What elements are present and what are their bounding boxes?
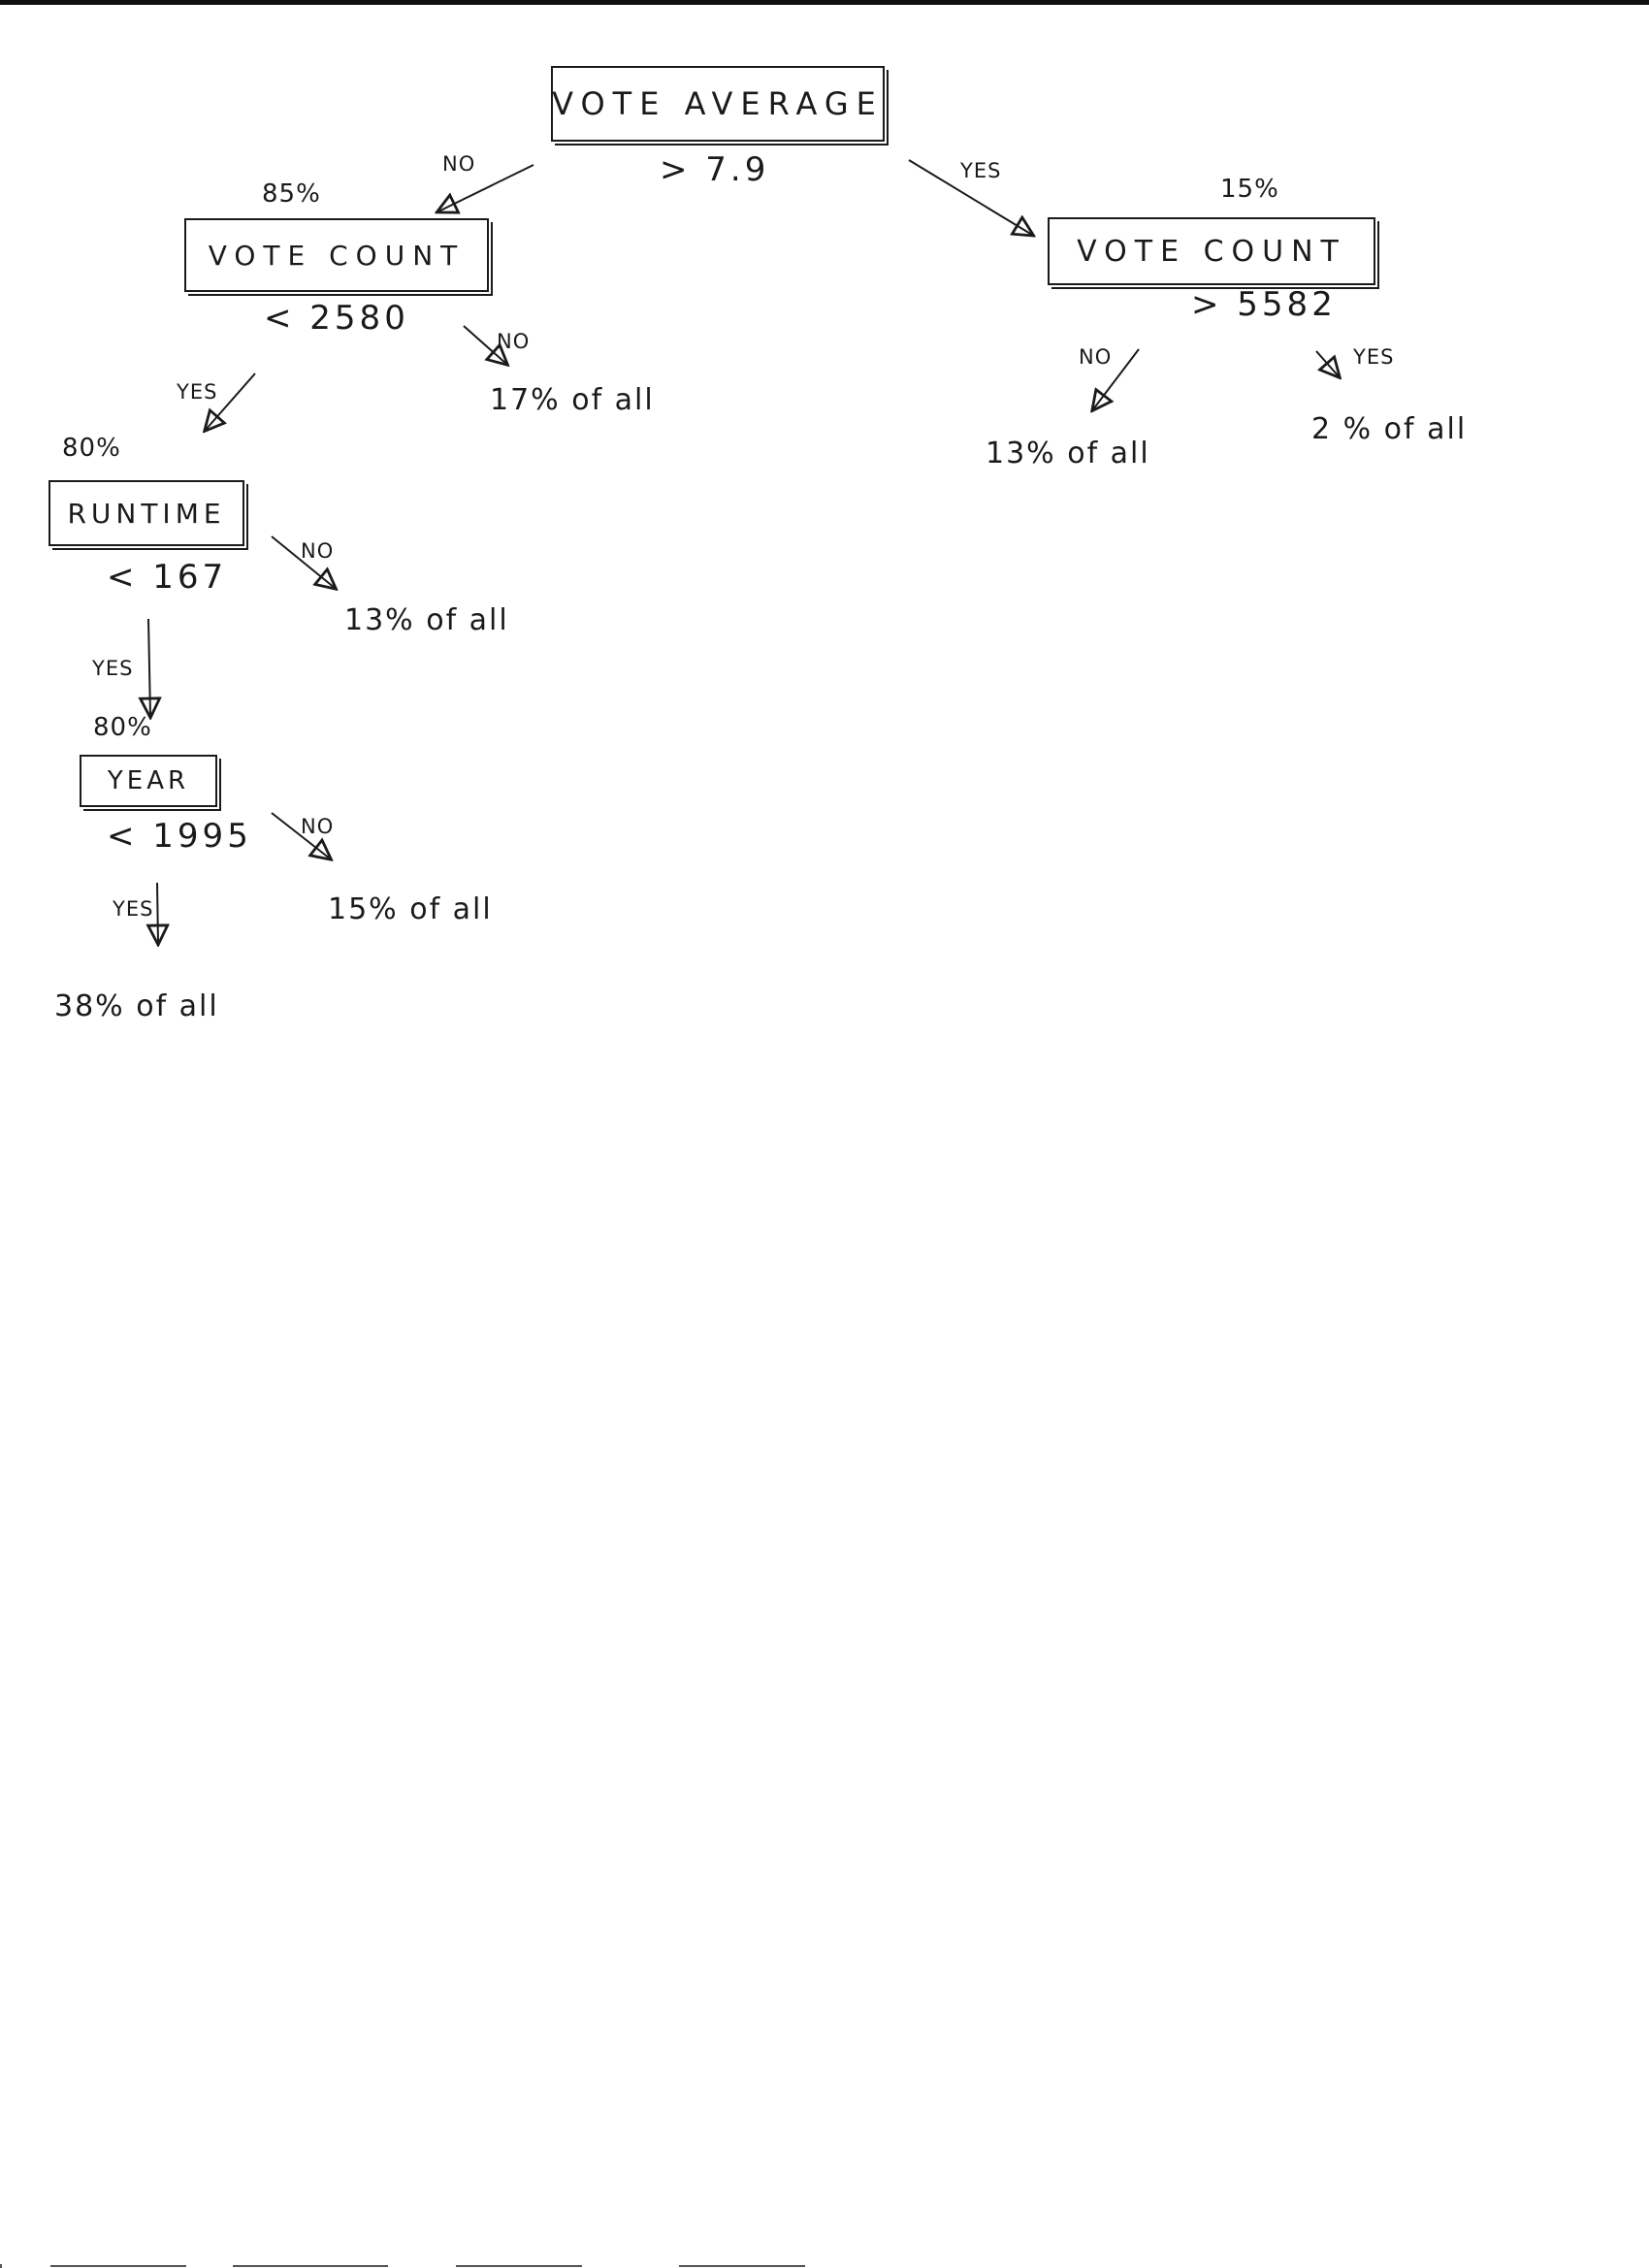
- edge-root-no: [438, 164, 534, 211]
- scan-edge-mark: [0, 2264, 2, 2268]
- branch-runtime-yes-label: YES: [92, 657, 134, 680]
- node-runtime-condition: < 167: [107, 558, 228, 597]
- node-vote-average-label: VOTE AVERAGE: [552, 85, 884, 122]
- edge-root-yes: [908, 159, 1032, 235]
- branch-right-no-label: NO: [1079, 345, 1113, 369]
- scan-edge-mark: [50, 2265, 186, 2267]
- node-runtime-share: 80%: [62, 434, 121, 463]
- node-runtime: RUNTIME: [48, 480, 244, 546]
- node-left-share: 85%: [262, 179, 321, 209]
- node-runtime-label: RUNTIME: [67, 497, 226, 530]
- node-year-label: YEAR: [107, 766, 190, 795]
- branch-year-no-label: NO: [301, 815, 335, 838]
- edge-left-no: [463, 325, 506, 364]
- leaf-right-no: 13% of all: [986, 437, 1150, 470]
- scan-edge-mark: [456, 2265, 582, 2267]
- scan-edge-top: [0, 0, 1649, 5]
- edge-left-yes: [206, 373, 256, 430]
- branch-year-yes-label: YES: [113, 897, 154, 921]
- edge-runtime-no: [271, 535, 335, 588]
- node-vote-count-right-condition: > 5582: [1191, 285, 1337, 324]
- node-year: YEAR: [80, 755, 217, 807]
- node-vote-count-left-label: VOTE COUNT: [208, 239, 466, 272]
- branch-root-no-label: NO: [442, 152, 476, 176]
- edge-runtime-yes: [148, 618, 150, 716]
- leaf-runtime-no: 13% of all: [344, 603, 509, 637]
- edge-right-yes: [1315, 350, 1339, 376]
- node-vote-average: VOTE AVERAGE: [551, 66, 885, 142]
- branch-left-no-label: NO: [497, 330, 531, 353]
- edge-year-yes: [157, 882, 158, 943]
- node-vote-count-right-label: VOTE COUNT: [1077, 234, 1346, 269]
- leaf-year-yes: 38% of all: [54, 989, 219, 1023]
- scan-edge-mark: [679, 2265, 805, 2267]
- node-right-share: 15%: [1220, 175, 1279, 204]
- edge-year-no: [271, 812, 330, 859]
- node-vote-count-right: VOTE COUNT: [1048, 217, 1375, 285]
- node-year-condition: < 1995: [107, 817, 252, 856]
- branch-root-yes-label: YES: [960, 159, 1002, 182]
- node-vote-count-left: VOTE COUNT: [184, 218, 489, 292]
- branch-runtime-no-label: NO: [301, 539, 335, 563]
- branch-left-yes-label: YES: [177, 380, 218, 404]
- node-vote-count-left-condition: < 2580: [264, 299, 409, 338]
- leaf-year-no: 15% of all: [328, 892, 493, 926]
- scan-edge-mark: [233, 2265, 388, 2267]
- branch-right-yes-label: YES: [1353, 345, 1395, 369]
- leaf-left-no: 17% of all: [490, 383, 655, 417]
- node-year-share: 80%: [93, 713, 152, 742]
- leaf-right-yes: 2 % of all: [1311, 412, 1468, 446]
- node-vote-average-condition: > 7.9: [660, 150, 770, 189]
- edge-right-no: [1093, 348, 1140, 409]
